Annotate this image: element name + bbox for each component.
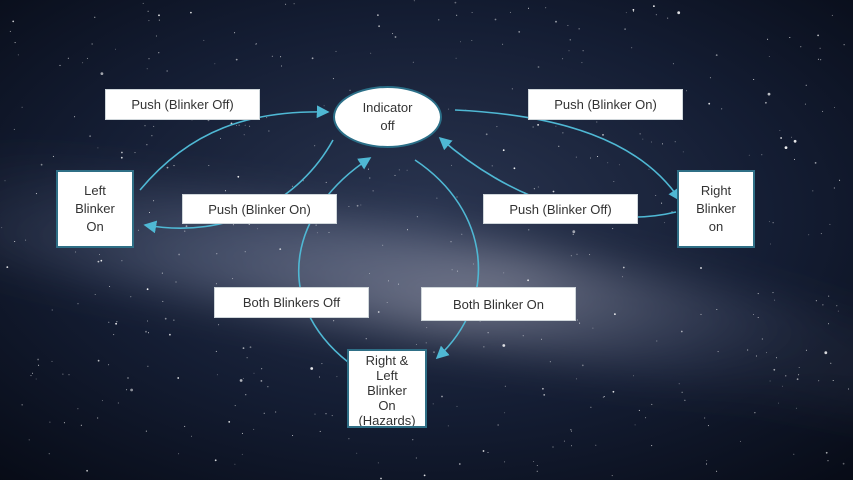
label-both-blinkers-off: Both Blinkers Off xyxy=(214,287,369,318)
label-both-blinker-on: Both Blinker On xyxy=(421,287,576,321)
label-push-blinker-off-left: Push (Blinker Off) xyxy=(105,89,260,120)
state-left-blinker-on: Left Blinker On xyxy=(56,170,134,248)
label-push-blinker-on-left: Push (Blinker On) xyxy=(182,194,337,224)
state-hazards: Right & Left Blinker On (Hazards) xyxy=(347,349,427,428)
arrow-left-to-off xyxy=(139,105,330,191)
arrow-off-to-hazards xyxy=(414,159,480,360)
label-push-blinker-on-right: Push (Blinker On) xyxy=(528,89,683,120)
state-indicator-off: Indicator off xyxy=(333,86,442,148)
label-push-blinker-off-right: Push (Blinker Off) xyxy=(483,194,638,224)
arrow-hazards-to-off xyxy=(298,157,372,363)
state-right-blinker-on: Right Blinker on xyxy=(677,170,755,248)
arrow-off-to-right xyxy=(454,109,681,202)
